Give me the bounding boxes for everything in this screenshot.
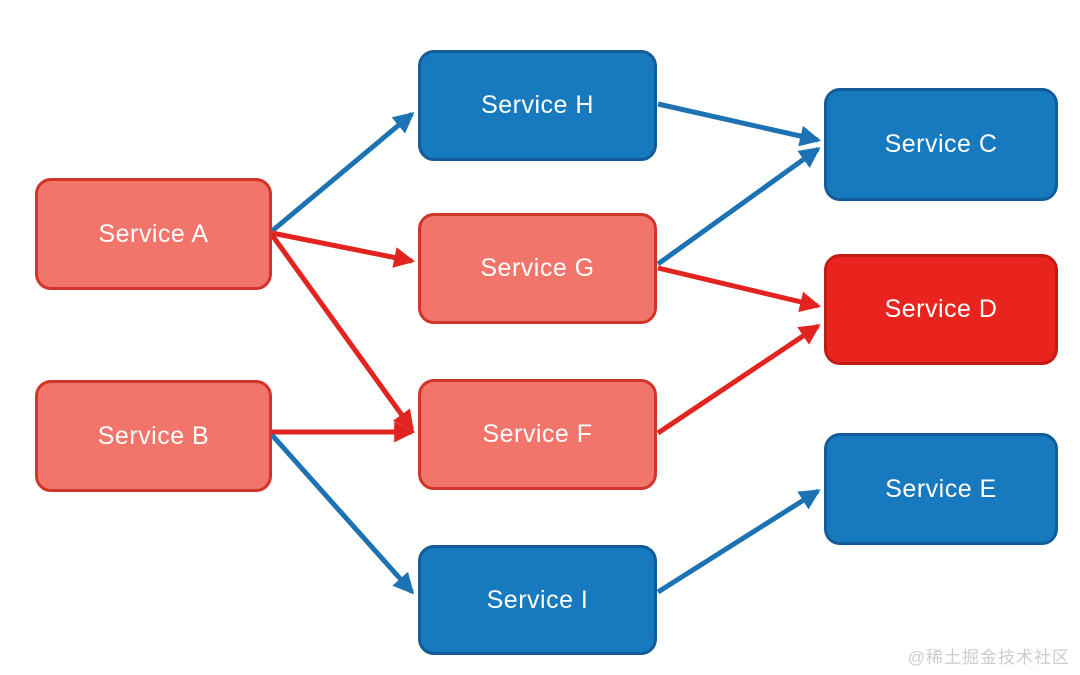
node-service-b: Service B bbox=[35, 380, 272, 492]
node-label: Service F bbox=[482, 420, 593, 448]
node-service-e: Service E bbox=[824, 433, 1058, 545]
node-label: Service B bbox=[97, 421, 210, 450]
edge-service-b-to-service-i bbox=[270, 433, 415, 595]
node-label: Service A bbox=[98, 219, 209, 248]
edge-service-g-to-service-d bbox=[657, 265, 822, 313]
node-service-g: Service G bbox=[418, 213, 657, 324]
edge-service-f-to-service-d bbox=[656, 323, 821, 436]
edge-service-a-to-service-f bbox=[269, 233, 415, 432]
node-service-c: Service C bbox=[824, 88, 1058, 201]
node-service-d: Service D bbox=[824, 254, 1058, 365]
node-service-h: Service H bbox=[418, 50, 657, 161]
node-service-i: Service I bbox=[418, 545, 657, 655]
edge-service-i-to-service-e bbox=[656, 488, 821, 595]
edge-service-a-to-service-h bbox=[270, 111, 415, 233]
node-service-a: Service A bbox=[35, 178, 272, 290]
edge-service-h-to-service-c bbox=[657, 101, 822, 147]
node-label: Service H bbox=[481, 91, 594, 119]
watermark: @稀土掘金技术社区 bbox=[907, 648, 1070, 667]
node-label: Service E bbox=[885, 474, 997, 503]
node-label: Service I bbox=[486, 585, 589, 614]
node-service-f: Service F bbox=[418, 379, 657, 490]
edge-service-g-to-service-c bbox=[656, 146, 821, 267]
node-label: Service D bbox=[884, 295, 998, 323]
node-label: Service G bbox=[480, 254, 595, 282]
node-label: Service C bbox=[884, 130, 998, 158]
edge-service-a-to-service-g bbox=[271, 230, 416, 268]
